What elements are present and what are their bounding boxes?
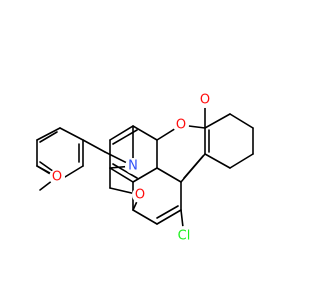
bond-line-2: [229, 113, 254, 129]
bond-line-1: [204, 113, 231, 129]
carbonyl-oxygen-atom: O: [197, 92, 213, 108]
bond-line-13: [183, 155, 204, 179]
methoxy-oxygen-atom: O: [49, 169, 65, 185]
amine-nitrogen-atom: N: [125, 158, 141, 174]
bond-line-25: [156, 205, 179, 219]
bond-line-40: [39, 131, 58, 143]
chlorine-atom: Cl: [174, 226, 194, 246]
molecule-diagram: O O N O O Cl: [36, 92, 254, 246]
oxazine-oxygen-atom: O: [132, 187, 148, 203]
chlorine-label: Cl: [178, 229, 191, 244]
bond-line-23: [132, 209, 158, 225]
lactone-oxygen-label: O: [176, 118, 186, 133]
bond-line-4: [229, 153, 254, 169]
bond-line-15: [109, 125, 134, 141]
amine-nitrogen-label: N: [128, 159, 138, 174]
carbonyl-oxygen-label: O: [200, 93, 210, 108]
bond-line-18: [132, 167, 158, 183]
bond-line-11: [156, 167, 182, 183]
lactone-oxygen-atom: O: [173, 117, 189, 133]
bond-line-20: [112, 163, 138, 179]
atom-label-layer: O O N O O Cl: [49, 92, 213, 246]
bond-line-22: [156, 209, 182, 225]
methoxy-oxygen-label: O: [52, 170, 62, 185]
oxazine-oxygen-label: O: [135, 188, 145, 203]
bond-line-17: [109, 167, 134, 183]
bond-layer: [36, 99, 254, 237]
bond-line-35: [36, 127, 61, 141]
bond-line-14: [132, 125, 158, 141]
bond-line-5: [204, 153, 231, 169]
bond-line-34: [59, 127, 84, 141]
bond-line-33: [82, 139, 106, 153]
